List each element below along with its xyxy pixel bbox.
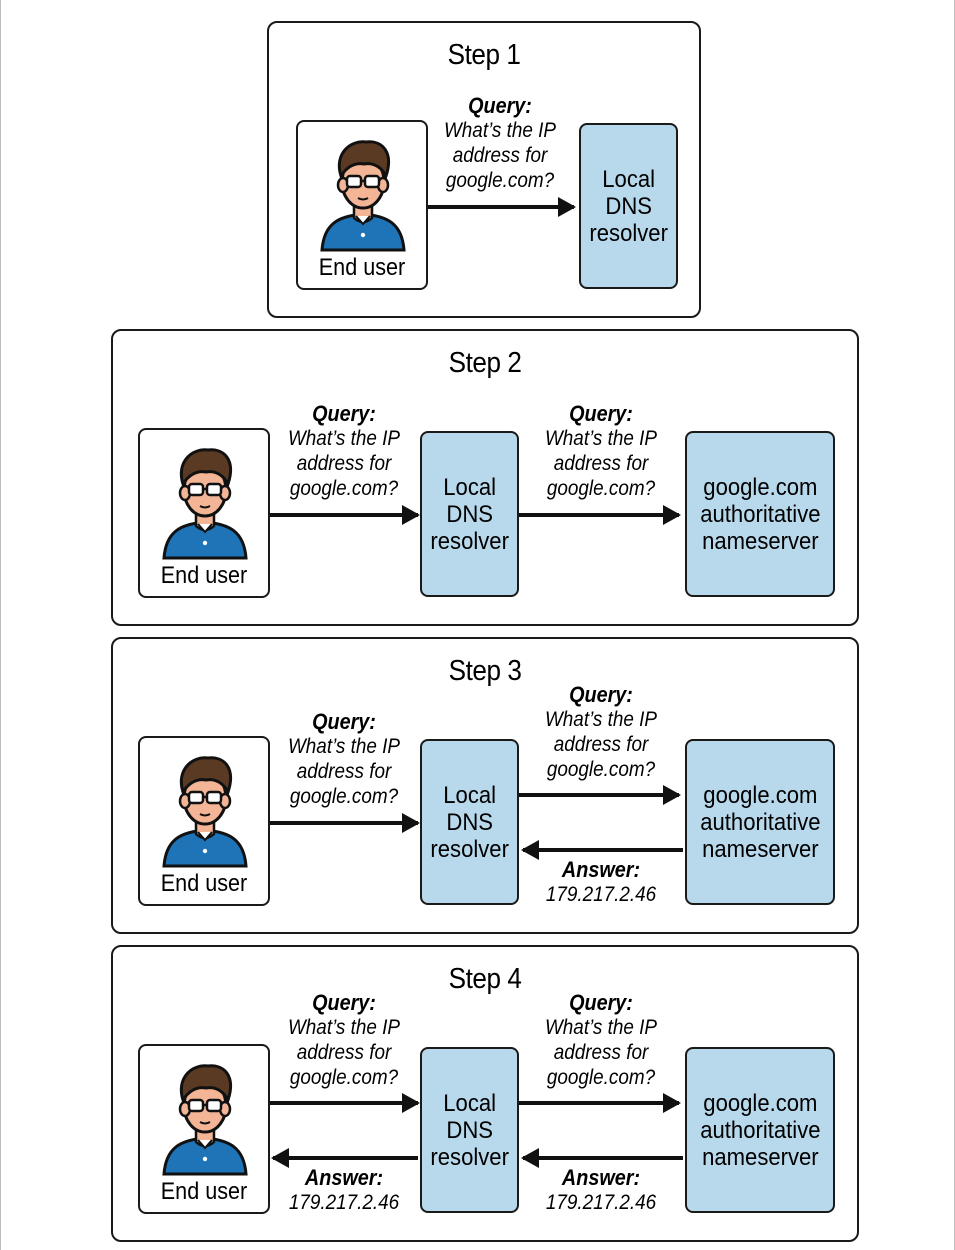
query-arrow-resolver-to-authoritative (519, 785, 681, 805)
query-head: Query: (312, 709, 376, 734)
local-dns-resolver-box: Local DNS resolver (579, 123, 678, 289)
query-arrow-resolver-to-authoritative (519, 505, 681, 525)
local-dns-resolver-box: Local DNS resolver (420, 431, 519, 597)
query-message-resolver: Query: What’s the IP address for google.… (535, 990, 666, 1090)
user-avatar-icon (158, 440, 252, 560)
end-user-label: End user (160, 1178, 248, 1205)
answer-body: 179.217.2.46 (545, 1191, 657, 1214)
end-user-label: End user (318, 254, 406, 281)
query-head: Query: (312, 401, 376, 426)
end-user-label: End user (160, 870, 248, 897)
authoritative-nameserver-label: google.com authoritative nameserver (699, 781, 821, 863)
query-body: What’s the IP address for google.com? (544, 427, 658, 500)
answer-head: Answer: (561, 857, 641, 882)
local-dns-resolver-box: Local DNS resolver (420, 739, 519, 905)
local-dns-resolver-label: Local DNS resolver (589, 165, 668, 247)
query-arrow (428, 197, 576, 217)
query-message-user: Query: What’s the IP address for google.… (278, 709, 409, 809)
query-body: What’s the IP address for google.com? (544, 1016, 658, 1089)
query-message-resolver: Query: What’s the IP address for google.… (535, 682, 666, 782)
query-head: Query: (312, 990, 376, 1015)
authoritative-nameserver-box: google.com authoritative nameserver (685, 739, 835, 905)
authoritative-nameserver-label: google.com authoritative nameserver (699, 1089, 821, 1171)
step-3-panel: Step 3 End user Query: What’s the IP add… (111, 637, 859, 934)
answer-head: Answer: (304, 1165, 384, 1190)
query-arrow-user-to-resolver (270, 813, 420, 833)
query-body: What’s the IP address for google.com? (287, 1016, 401, 1089)
step-2-title: Step 2 (448, 347, 522, 379)
answer-body: 179.217.2.46 (288, 1191, 400, 1214)
step-1-panel: Step 1 End user Query: What’s the IP add… (267, 21, 701, 318)
local-dns-resolver-label: Local DNS resolver (430, 1089, 509, 1171)
end-user-box: End user (138, 736, 270, 906)
step-4-title: Step 4 (448, 963, 522, 995)
step-3-title: Step 3 (448, 655, 522, 687)
query-arrow-user-to-resolver (270, 1093, 420, 1113)
answer-arrow-authoritative-to-resolver (521, 1148, 683, 1168)
answer-head: Answer: (561, 1165, 641, 1190)
local-dns-resolver-box: Local DNS resolver (420, 1047, 519, 1213)
query-body: What’s the IP address for google.com? (443, 119, 557, 192)
query-head: Query: (569, 990, 633, 1015)
answer-message-authoritative: Answer: 179.217.2.46 (535, 857, 666, 907)
answer-message-resolver: Answer: 179.217.2.46 (278, 1165, 409, 1215)
end-user-box: End user (296, 120, 428, 290)
query-body: What’s the IP address for google.com? (544, 708, 658, 781)
authoritative-nameserver-box: google.com authoritative nameserver (685, 431, 835, 597)
user-avatar-icon (158, 1056, 252, 1176)
answer-message-authoritative: Answer: 179.217.2.46 (535, 1165, 666, 1215)
query-body: What’s the IP address for google.com? (287, 735, 401, 808)
local-dns-resolver-label: Local DNS resolver (430, 473, 509, 555)
answer-arrow-authoritative-to-resolver (521, 840, 683, 860)
query-message-resolver: Query: What’s the IP address for google.… (535, 401, 666, 501)
user-avatar-icon (158, 748, 252, 868)
answer-body: 179.217.2.46 (545, 883, 657, 906)
authoritative-nameserver-label: google.com authoritative nameserver (699, 473, 821, 555)
query-body: What’s the IP address for google.com? (287, 427, 401, 500)
query-arrow-user-to-resolver (270, 505, 420, 525)
step-2-panel: Step 2 End user Query: What’s the IP add… (111, 329, 859, 626)
query-head: Query: (569, 682, 633, 707)
query-head: Query: (569, 401, 633, 426)
query-message-user: Query: What’s the IP address for google.… (278, 990, 409, 1090)
query-message-user: Query: What’s the IP address for google.… (278, 401, 409, 501)
query-message: Query: What’s the IP address for google.… (434, 93, 565, 193)
query-head: Query: (468, 93, 532, 118)
step-1-title: Step 1 (447, 39, 521, 71)
query-arrow-resolver-to-authoritative (519, 1093, 681, 1113)
user-avatar-icon (316, 132, 410, 252)
step-4-panel: Step 4 End user Query: What’s the IP add… (111, 945, 859, 1242)
authoritative-nameserver-box: google.com authoritative nameserver (685, 1047, 835, 1213)
answer-arrow-resolver-to-user (271, 1148, 418, 1168)
local-dns-resolver-label: Local DNS resolver (430, 781, 509, 863)
end-user-box: End user (138, 1044, 270, 1214)
end-user-box: End user (138, 428, 270, 598)
end-user-label: End user (160, 562, 248, 589)
